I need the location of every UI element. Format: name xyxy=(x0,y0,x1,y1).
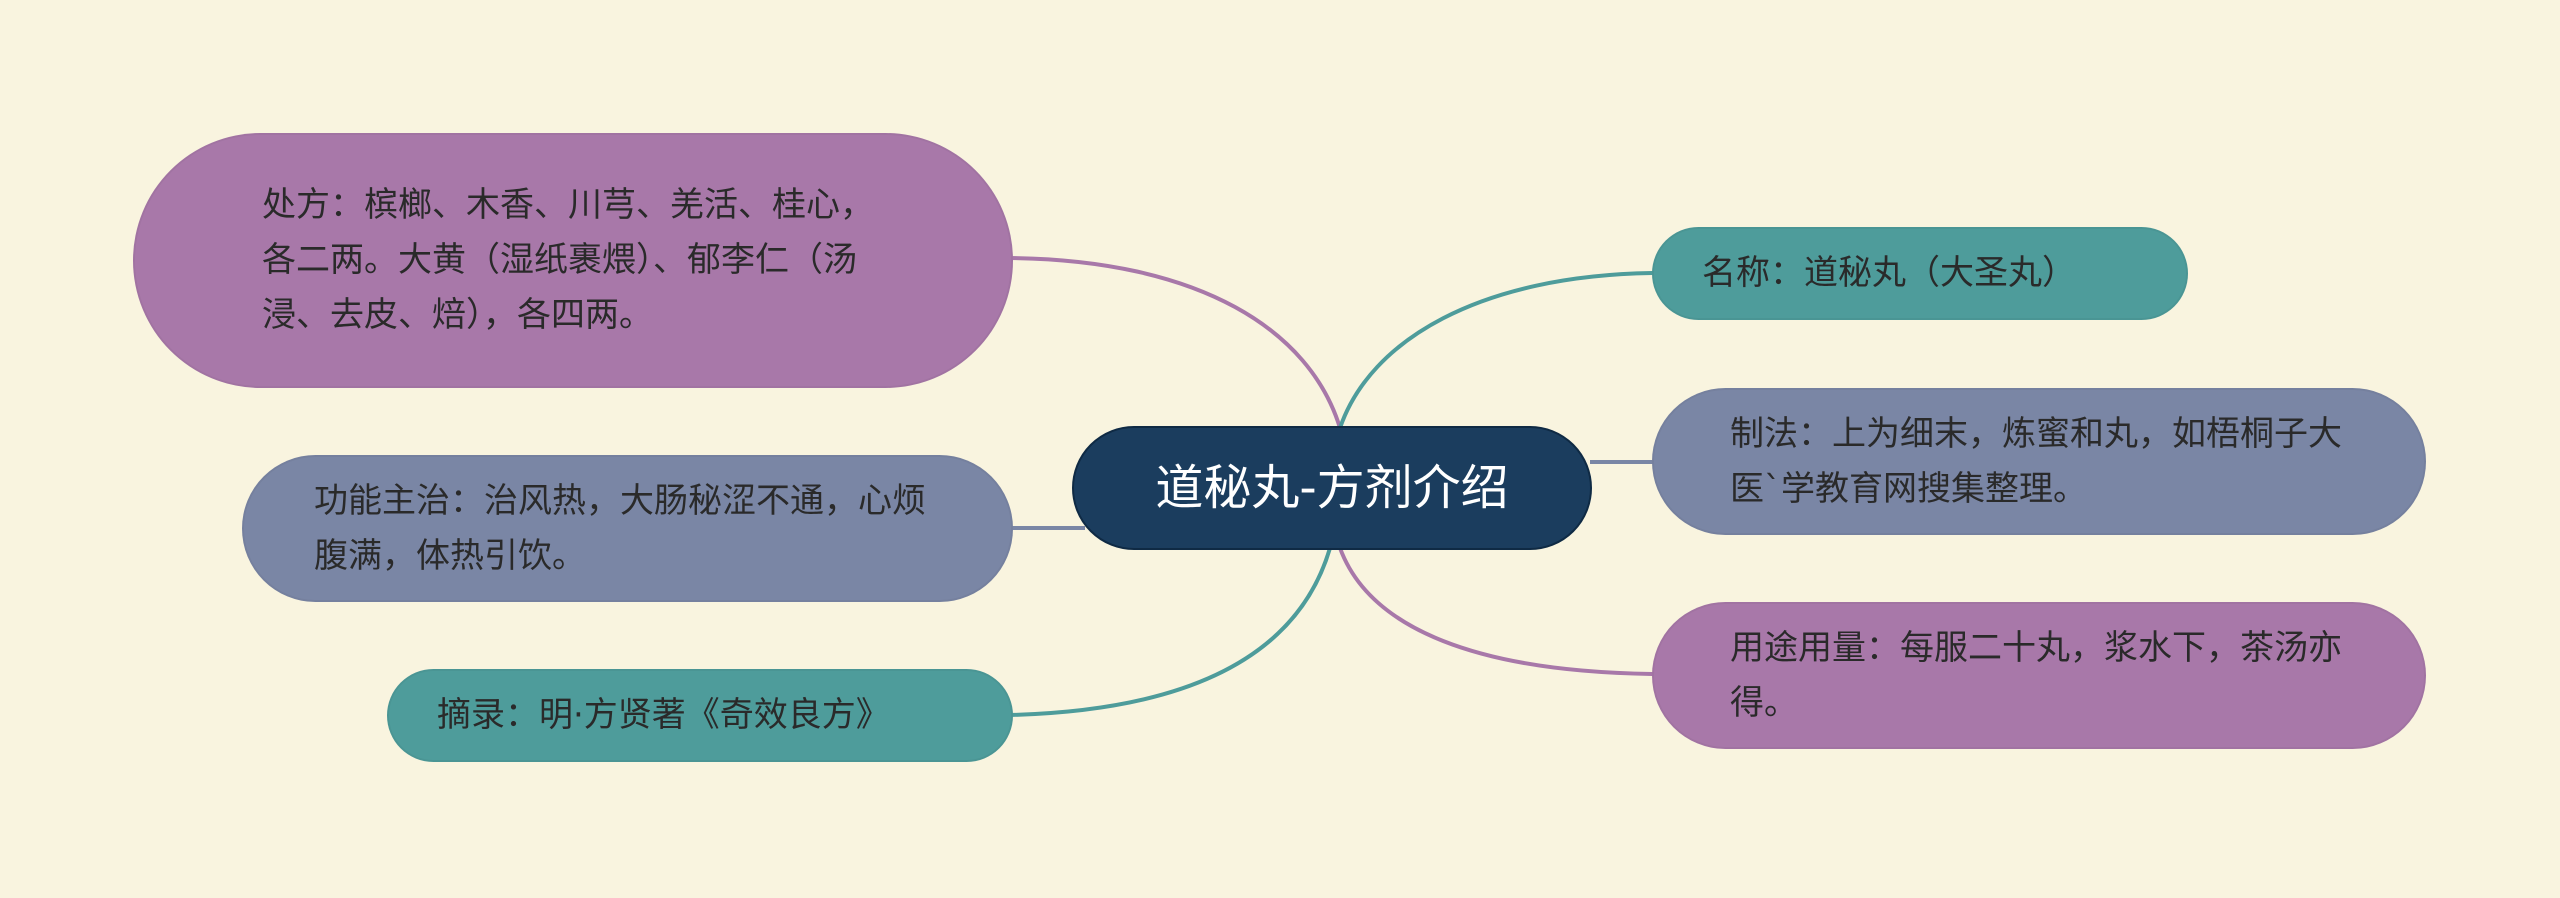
central-topic[interactable]: 道秘丸-方剂介绍 xyxy=(1072,426,1592,550)
link-usage xyxy=(1338,547,1656,676)
node-usage-text: 用途用量：每服二十丸，浆水下，茶汤亦得。 xyxy=(1730,627,2342,723)
link-prescription xyxy=(1009,256,1342,429)
node-excerpt-text: 摘录：明·方贤著《奇效良方》 xyxy=(437,695,890,735)
node-prescription[interactable]: 处方：槟榔、木香、川芎、羌活、桂心，各二两。大黄（湿纸裹煨）、郁李仁（汤浸、去皮… xyxy=(133,133,1013,388)
link-name xyxy=(1338,271,1656,429)
node-method[interactable]: 制法：上为细末，炼蜜和丸，如梧桐子大医`学教育网搜集整理。 xyxy=(1652,388,2426,535)
node-excerpt[interactable]: 摘录：明·方贤著《奇效良方》 xyxy=(387,669,1013,762)
node-name[interactable]: 名称：道秘丸（大圣丸） xyxy=(1652,227,2188,320)
node-method-text: 制法：上为细末，炼蜜和丸，如梧桐子大医`学教育网搜集整理。 xyxy=(1730,413,2342,509)
node-name-text: 名称：道秘丸（大圣丸） xyxy=(1702,253,2076,293)
central-topic-label: 道秘丸-方剂介绍 xyxy=(1155,459,1509,516)
node-usage[interactable]: 用途用量：每服二十丸，浆水下，茶汤亦得。 xyxy=(1652,602,2426,749)
link-excerpt xyxy=(1009,547,1332,717)
node-function-text: 功能主治：治风热，大肠秘涩不通，心烦腹满，体热引饮。 xyxy=(314,480,926,576)
node-prescription-text: 处方：槟榔、木香、川芎、羌活、桂心，各二两。大黄（湿纸裹煨）、郁李仁（汤浸、去皮… xyxy=(262,185,874,335)
node-function[interactable]: 功能主治：治风热，大肠秘涩不通，心烦腹满，体热引饮。 xyxy=(242,455,1013,602)
